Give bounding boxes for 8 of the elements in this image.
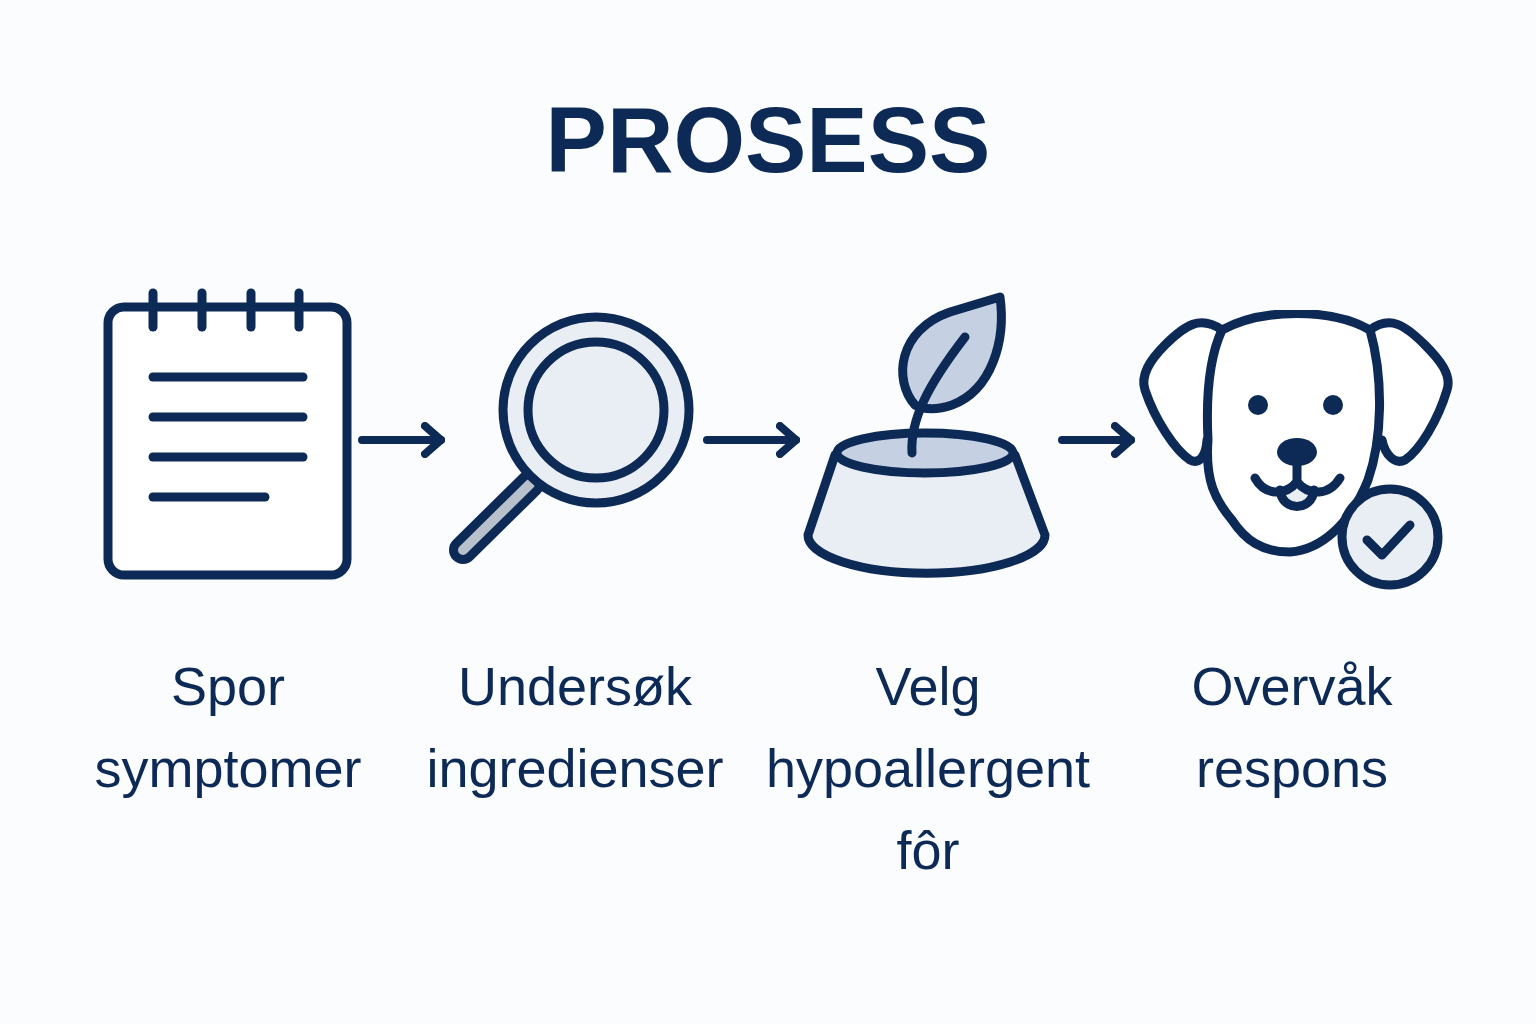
arrow bbox=[703, 422, 800, 458]
step-label: Velg hypoallergent fôr bbox=[764, 655, 1092, 882]
step-label: Overvåk respons bbox=[1190, 655, 1394, 800]
arrow bbox=[1058, 422, 1135, 458]
title: PROSESS bbox=[544, 92, 992, 188]
step-label: Undersøk ingredienser bbox=[425, 655, 725, 800]
step-label: Spor symptomer bbox=[93, 655, 363, 800]
arrow bbox=[358, 422, 445, 458]
